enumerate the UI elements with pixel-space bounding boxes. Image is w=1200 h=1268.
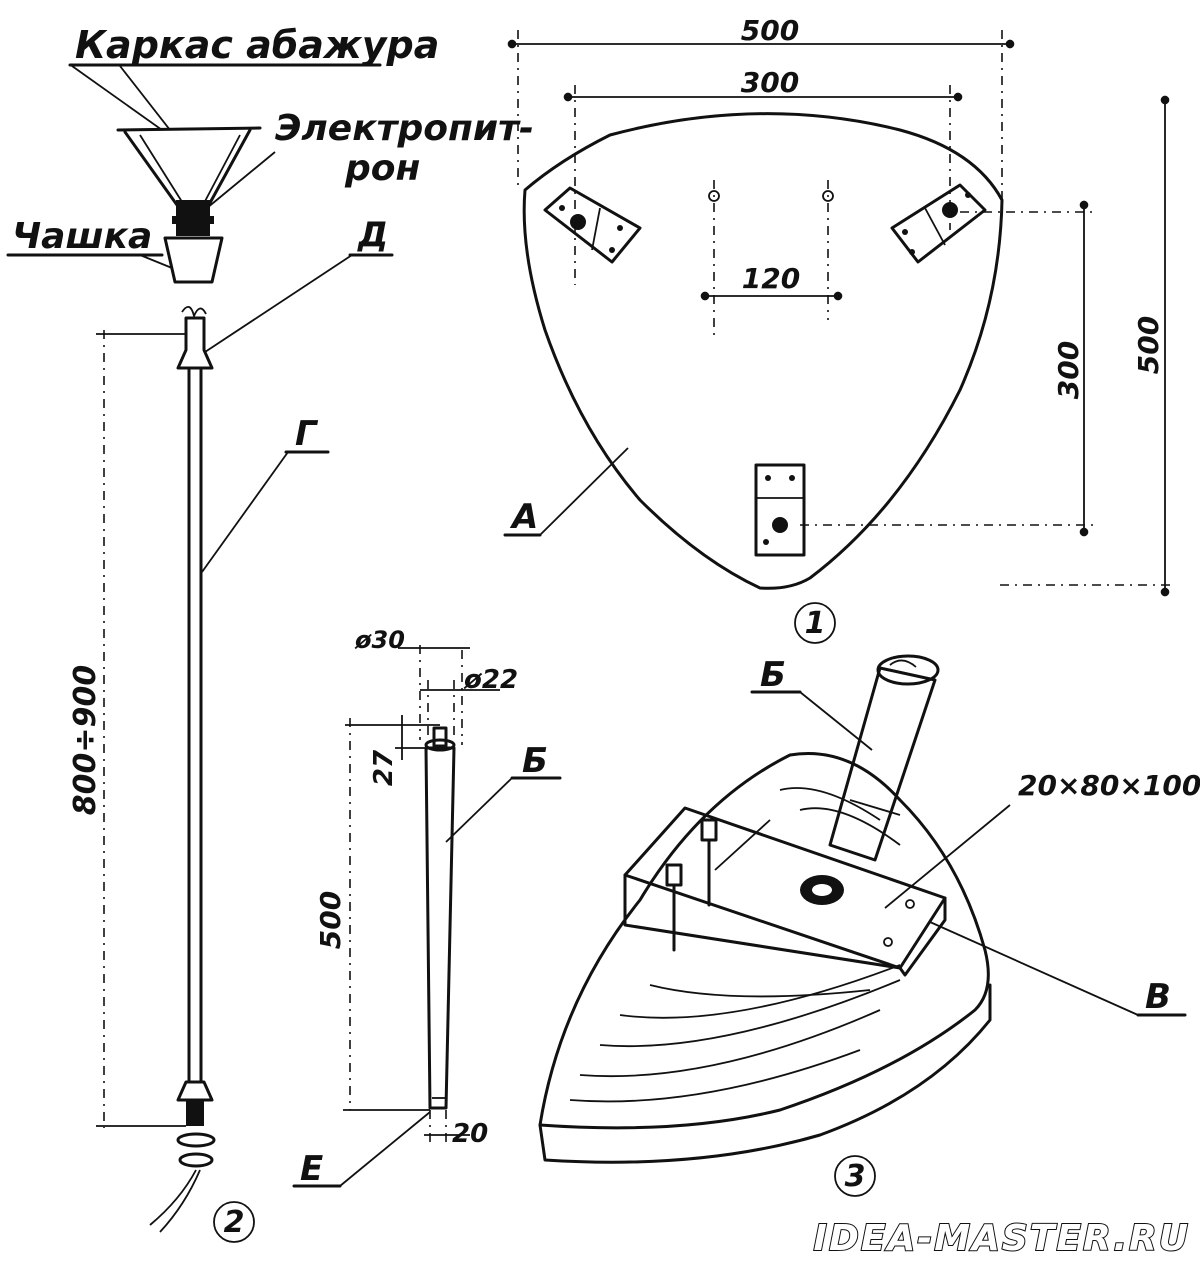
bottom-bracket <box>754 463 806 557</box>
diameter-22-dimension: ø22 <box>463 665 518 695</box>
figure-3-number: 3 <box>845 1159 866 1194</box>
label-e: Е <box>300 1149 323 1189</box>
pole-drawing <box>149 316 216 1233</box>
shade-frame-drawing <box>116 126 262 214</box>
rod-length-dimension: 500 <box>314 891 347 949</box>
right-bracket <box>890 183 987 264</box>
label-g: Г <box>295 414 319 454</box>
base-height-outer-dimension: 500 <box>1132 316 1165 374</box>
figure-2-number: 2 <box>224 1205 245 1240</box>
base-width-outer-dimension: 500 <box>741 14 799 47</box>
base-outline <box>522 112 1004 590</box>
figure-3-base-3d: Б 20×80×100 В 3 <box>538 654 1200 1197</box>
cup-label: Чашка <box>12 216 152 257</box>
label-a: А <box>509 497 538 537</box>
shade-frame-label: Каркас абажура <box>75 23 439 67</box>
rod-b-3d <box>828 654 940 862</box>
diameter-30-dimension: ø30 <box>354 626 405 654</box>
watermark: IDEA-MASTER.RU <box>814 1218 1190 1259</box>
power-line-label-1: Электропит- <box>275 108 534 149</box>
screws <box>665 818 718 952</box>
block-v <box>623 806 947 977</box>
base-slab <box>538 751 990 1130</box>
base-height-inner-dimension: 300 <box>1052 341 1085 399</box>
cup-drawing <box>163 200 224 284</box>
block-size-dimension: 20×80×100 <box>1018 769 1200 802</box>
label-d: Д <box>357 215 388 255</box>
rod-end-dimension: 20 <box>452 1119 488 1149</box>
left-bracket <box>543 186 642 264</box>
label-b-rod: Б <box>522 741 548 781</box>
label-v: В <box>1145 977 1171 1017</box>
depth-27-dimension: 27 <box>369 749 399 786</box>
figure-1-number: 1 <box>805 606 826 641</box>
figure-1-base-plan: 120 500 300 300 500 А 1 <box>503 14 1175 644</box>
figure-2-pole: 800÷900 Каркас абажура Электропит- рон Ч… <box>6 23 534 1243</box>
label-b-top: Б <box>760 655 786 695</box>
pole-length-dimension: 800÷900 <box>68 665 103 815</box>
rod-detail: ø30 ø22 27 500 20 Б Е <box>292 626 562 1189</box>
base-width-inner-dimension: 300 <box>741 66 799 99</box>
power-line-label-2: рон <box>344 148 420 189</box>
hole-spacing-dimension: 120 <box>742 262 800 295</box>
